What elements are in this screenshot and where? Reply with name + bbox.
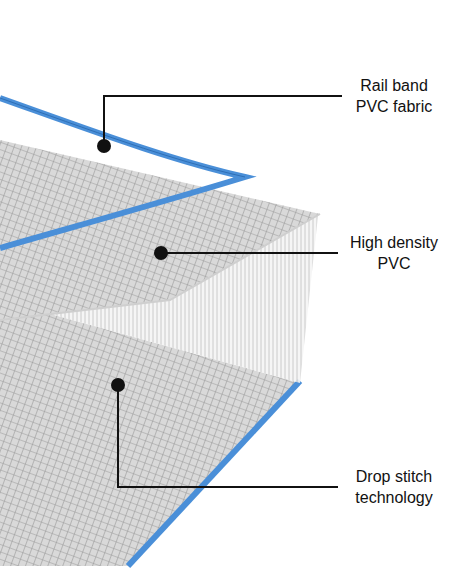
callout-dot <box>111 378 125 392</box>
callout-label: High density PVC <box>342 232 446 274</box>
callout-label: Rail band PVC fabric <box>342 75 446 117</box>
callout-dot <box>154 246 168 260</box>
top-sheet-edge <box>0 214 320 320</box>
leader-line <box>118 385 338 487</box>
bottom-rail <box>128 381 300 566</box>
top-sheet <box>0 140 320 320</box>
callout-dot <box>97 139 111 153</box>
leader-line <box>161 252 338 254</box>
leader-line <box>104 96 342 146</box>
rail-band-edge <box>0 98 245 177</box>
callout-label: Drop stitch technology <box>342 466 446 508</box>
rail-band <box>0 98 245 248</box>
